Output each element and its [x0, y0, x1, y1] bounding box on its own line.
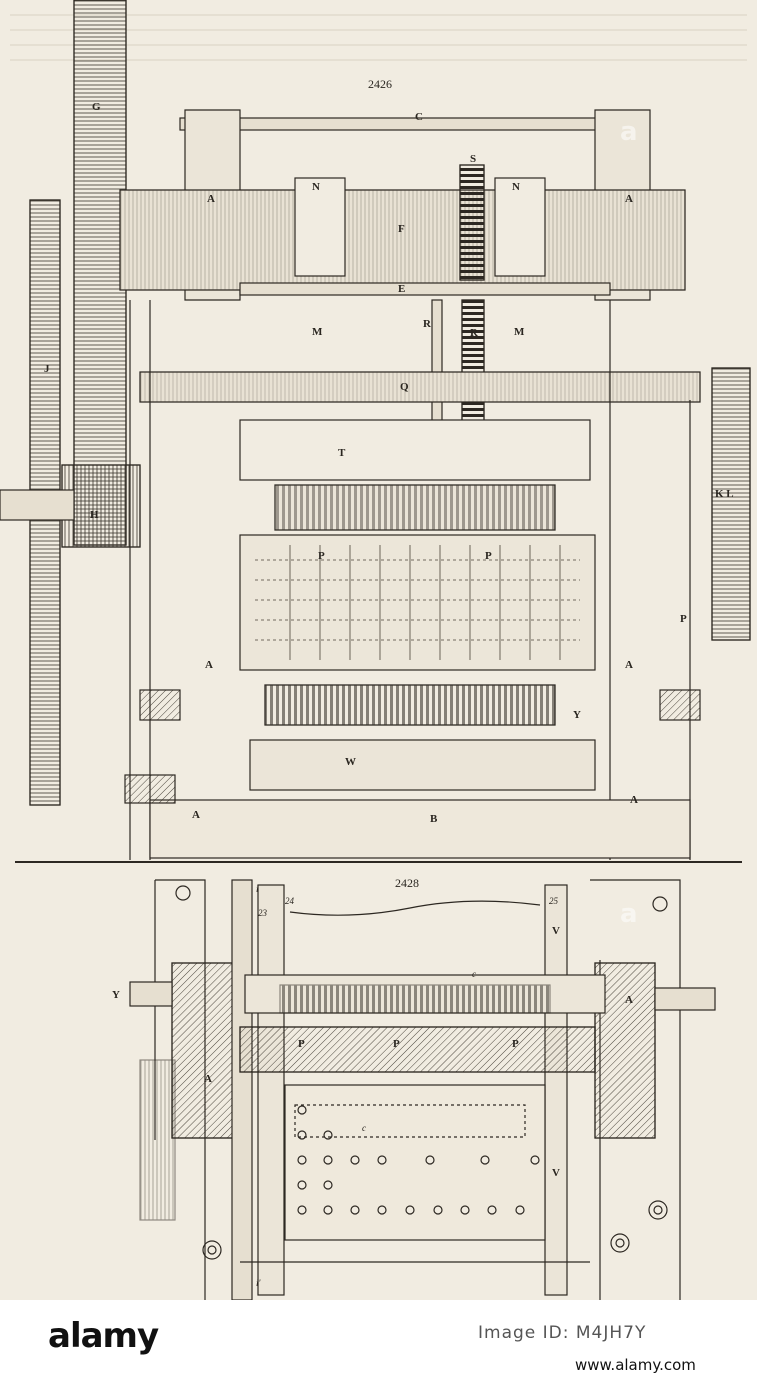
svg-text:M: M: [514, 326, 525, 338]
svg-text:23: 23: [258, 908, 268, 918]
svg-text:V: V: [552, 1167, 560, 1179]
svg-text:B: B: [430, 813, 438, 825]
svg-text:P: P: [393, 1038, 400, 1050]
svg-text:W: W: [345, 756, 356, 768]
labels-fig-2426: 2426 C G S N N A A F E J M R R M Q T H K…: [44, 77, 734, 825]
svg-text:V: V: [552, 925, 560, 937]
svg-text:P: P: [512, 1038, 519, 1050]
alamy-logo: alamy: [48, 1316, 159, 1356]
svg-text:E: E: [398, 283, 405, 295]
figure-number-2426: 2426: [368, 77, 392, 91]
svg-text:N: N: [512, 181, 520, 193]
svg-text:a: a: [620, 899, 638, 929]
website-url: www.alamy.com: [575, 1356, 696, 1374]
figure-2428: [129, 879, 716, 1300]
engraving-plate: 2426 C G S N N A A F E J M R R M Q T H K…: [0, 0, 757, 1300]
svg-text:A: A: [207, 193, 215, 205]
svg-text:P: P: [680, 613, 687, 625]
svg-text:S: S: [470, 153, 476, 165]
perforated-plate-holes: [297, 1105, 540, 1215]
svg-text:J: J: [44, 363, 50, 375]
svg-text:25: 25: [549, 896, 559, 906]
svg-text:i: i: [256, 884, 259, 894]
svg-text:A: A: [625, 659, 633, 671]
svg-text:A: A: [205, 659, 213, 671]
svg-text:A: A: [204, 1073, 212, 1085]
svg-text:Y: Y: [573, 709, 581, 721]
svg-text:F: F: [398, 223, 405, 235]
svg-text:A: A: [625, 193, 633, 205]
stock-footer: [0, 1300, 757, 1390]
svg-text:A: A: [630, 794, 638, 806]
svg-text:H: H: [90, 509, 99, 521]
svg-text:C: C: [415, 111, 423, 123]
svg-text:R: R: [470, 327, 479, 339]
svg-text:24: 24: [285, 896, 295, 906]
background-text-texture: [10, 14, 747, 61]
svg-text:c: c: [472, 969, 476, 979]
svg-text:P: P: [318, 550, 325, 562]
needle-bar-row-top: [274, 484, 556, 531]
svg-text:A: A: [625, 994, 633, 1006]
svg-text:Q: Q: [400, 381, 409, 393]
svg-text:G: G: [92, 101, 101, 113]
svg-text:Y: Y: [112, 989, 120, 1001]
svg-text:N: N: [312, 181, 320, 193]
svg-text:a: a: [620, 117, 638, 147]
svg-text:P: P: [485, 550, 492, 562]
watermark-overlays: a a: [620, 117, 638, 929]
svg-text:P: P: [298, 1038, 305, 1050]
svg-text:T: T: [338, 447, 346, 459]
figure-2426: [0, 0, 751, 863]
svg-text:M: M: [312, 326, 323, 338]
svg-text:K L: K L: [715, 488, 734, 500]
image-id-label: Image ID: M4JH7Y: [478, 1323, 647, 1343]
svg-text:i': i': [256, 1278, 262, 1288]
machine-engraving: 2426 C G S N N A A F E J M R R M Q T H K…: [0, 0, 751, 1300]
labels-fig-2428: 2428 Y A A P P P V V c c 23 24 25 i i': [112, 876, 633, 1288]
svg-text:R: R: [423, 318, 432, 330]
svg-text:c: c: [362, 1123, 366, 1133]
figure-number-2428: 2428: [395, 876, 419, 890]
svg-text:A: A: [192, 809, 200, 821]
